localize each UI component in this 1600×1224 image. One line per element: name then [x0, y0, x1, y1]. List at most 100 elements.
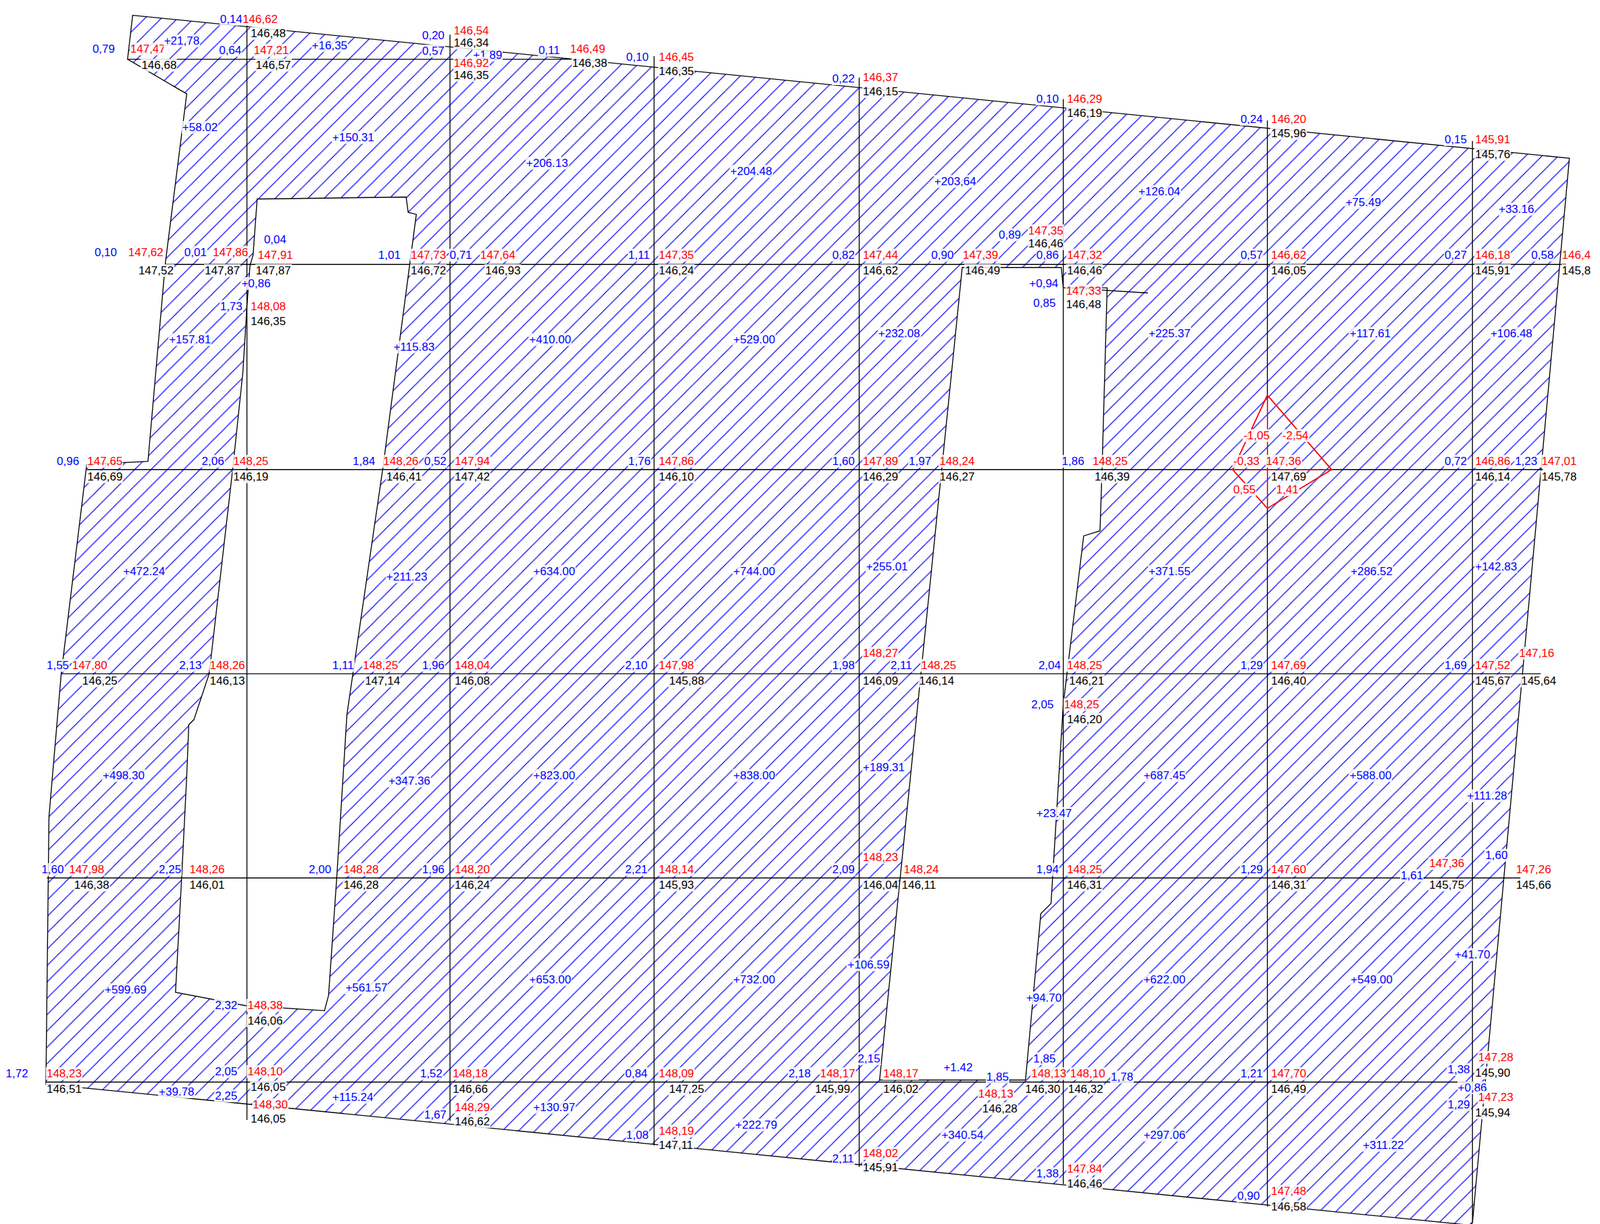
depth-value: 1,94	[1035, 862, 1060, 876]
design-elevation: 147,98	[658, 658, 695, 672]
volume-value: +347.36	[387, 774, 432, 788]
design-elevation: 147,44	[862, 248, 899, 262]
existing-elevation: 146,19	[1066, 106, 1103, 120]
depth-value: 0,86	[1035, 248, 1060, 262]
existing-elevation: 146,62	[862, 264, 899, 278]
design-elevation: 146,86	[1474, 454, 1511, 468]
depth-value: +0,86	[240, 277, 271, 290]
design-elevation: 146,45	[658, 50, 695, 64]
existing-elevation: 146,15	[862, 85, 899, 98]
design-elevation: 148,20	[454, 862, 491, 876]
volume-value: +498.30	[102, 768, 146, 782]
depth-value: 2,25	[214, 1089, 238, 1103]
depth-value: 0,10	[625, 50, 650, 64]
volume-value: +588.00	[1348, 768, 1392, 782]
design-elevation: 147,84	[1066, 1162, 1103, 1175]
depth-value: 0,89	[997, 228, 1022, 242]
existing-elevation: 147,25	[668, 1082, 705, 1096]
grid-lines	[45, 16, 1567, 1221]
existing-elevation: 146,46	[1066, 264, 1103, 278]
design-elevation: 148,23	[862, 850, 899, 864]
depth-value: 0,11	[537, 43, 561, 57]
design-elevation: 147,80	[71, 658, 109, 672]
depth-value: +1.42	[942, 1060, 973, 1074]
existing-elevation: 146,28	[981, 1102, 1019, 1115]
design-elevation: 145,91	[1474, 133, 1511, 146]
existing-elevation: 146,10	[658, 470, 695, 484]
depth-value: 0,85	[1032, 296, 1057, 310]
depth-value: 2,11	[889, 658, 913, 672]
depth-value: 1,67	[423, 1108, 448, 1121]
design-elevation: 148,25	[1066, 658, 1103, 672]
design-elevation: 148,26	[382, 454, 419, 468]
existing-elevation: 147,87	[204, 264, 241, 278]
depth-value: 2,00	[308, 862, 332, 876]
depth-value: 0,58	[1530, 248, 1555, 262]
existing-elevation: 145,88	[668, 674, 705, 688]
design-elevation: 1,41	[1275, 483, 1300, 496]
depth-value: 1,85	[985, 1070, 1010, 1084]
volume-value: +126.04	[1137, 185, 1182, 198]
depth-value: 2,05	[1030, 697, 1055, 711]
existing-elevation: 145,8	[1561, 264, 1592, 278]
depth-value: 0,84	[624, 1066, 648, 1080]
volume-value: +744.00	[732, 564, 776, 578]
depth-value: 0,24	[1239, 112, 1264, 126]
existing-elevation: 146,32	[1067, 1082, 1105, 1096]
depth-value: 1,69	[1443, 658, 1468, 672]
depth-value: 1,01	[377, 248, 402, 262]
design-elevation: 147,98	[68, 862, 105, 876]
existing-elevation: 146,25	[81, 674, 119, 688]
existing-elevation: 146,58	[1270, 1200, 1307, 1213]
existing-elevation: 145,76	[1474, 147, 1511, 161]
volume-value: +529.00	[732, 333, 776, 346]
existing-elevation: 146,29	[862, 470, 899, 484]
depth-value: 1,21	[1239, 1066, 1264, 1080]
depth-value: 1,60	[1484, 848, 1509, 862]
depth-value: 0,27	[1443, 248, 1468, 262]
design-elevation: 147,52	[1474, 658, 1511, 672]
existing-elevation: 146,66	[452, 1082, 489, 1096]
design-elevation: 147,86	[658, 454, 695, 468]
existing-elevation: 146,72	[410, 264, 447, 278]
existing-elevation: 146,28	[342, 878, 380, 892]
volume-value: +23.47	[1035, 806, 1073, 820]
design-elevation: 148,08	[250, 300, 287, 313]
volume-value: +622.00	[1142, 972, 1186, 986]
design-elevation: 148,10	[1069, 1066, 1107, 1080]
depth-value: 1,97	[908, 454, 932, 468]
depth-value: 0,10	[93, 245, 118, 259]
existing-elevation: 145,96	[1270, 127, 1307, 140]
design-elevation: 147,26	[1515, 862, 1553, 876]
existing-elevation: 147,87	[255, 264, 292, 278]
existing-elevation: 146,69	[86, 470, 123, 484]
depth-value: 1,76	[627, 454, 652, 468]
design-elevation: 148,24	[903, 862, 940, 876]
existing-elevation: 146,38	[571, 56, 609, 70]
design-elevation: 146,49	[569, 42, 607, 56]
depth-value: 0,15	[1443, 133, 1468, 146]
design-elevation: 148,25	[1091, 454, 1129, 468]
existing-elevation: 146,11	[901, 878, 938, 892]
volume-value: +211.23	[385, 570, 429, 584]
design-elevation: 147,01	[1540, 454, 1578, 468]
depth-value: 0,96	[56, 454, 80, 468]
volume-value: +41.70	[1454, 947, 1491, 961]
depth-value: 2,32	[214, 998, 238, 1012]
existing-elevation: 146,05	[1270, 264, 1307, 278]
existing-elevation: 147,52	[137, 264, 175, 278]
existing-elevation: 145,91	[1474, 264, 1511, 278]
volume-value: +472.24	[122, 564, 166, 578]
existing-elevation: 146,06	[246, 1014, 284, 1028]
existing-elevation: 146,19	[232, 470, 269, 484]
design-elevation: 148,28	[342, 862, 380, 876]
existing-elevation: 146,46	[1066, 1177, 1103, 1190]
depth-value: 1,11	[331, 658, 355, 672]
design-elevation: 146,54	[453, 24, 490, 38]
design-elevation: 146,62	[241, 12, 279, 26]
design-elevation: 148,13	[977, 1087, 1015, 1100]
existing-elevation: 145,93	[658, 878, 695, 892]
design-elevation: 148,09	[658, 1066, 695, 1080]
existing-elevation: 145,67	[1474, 674, 1511, 688]
